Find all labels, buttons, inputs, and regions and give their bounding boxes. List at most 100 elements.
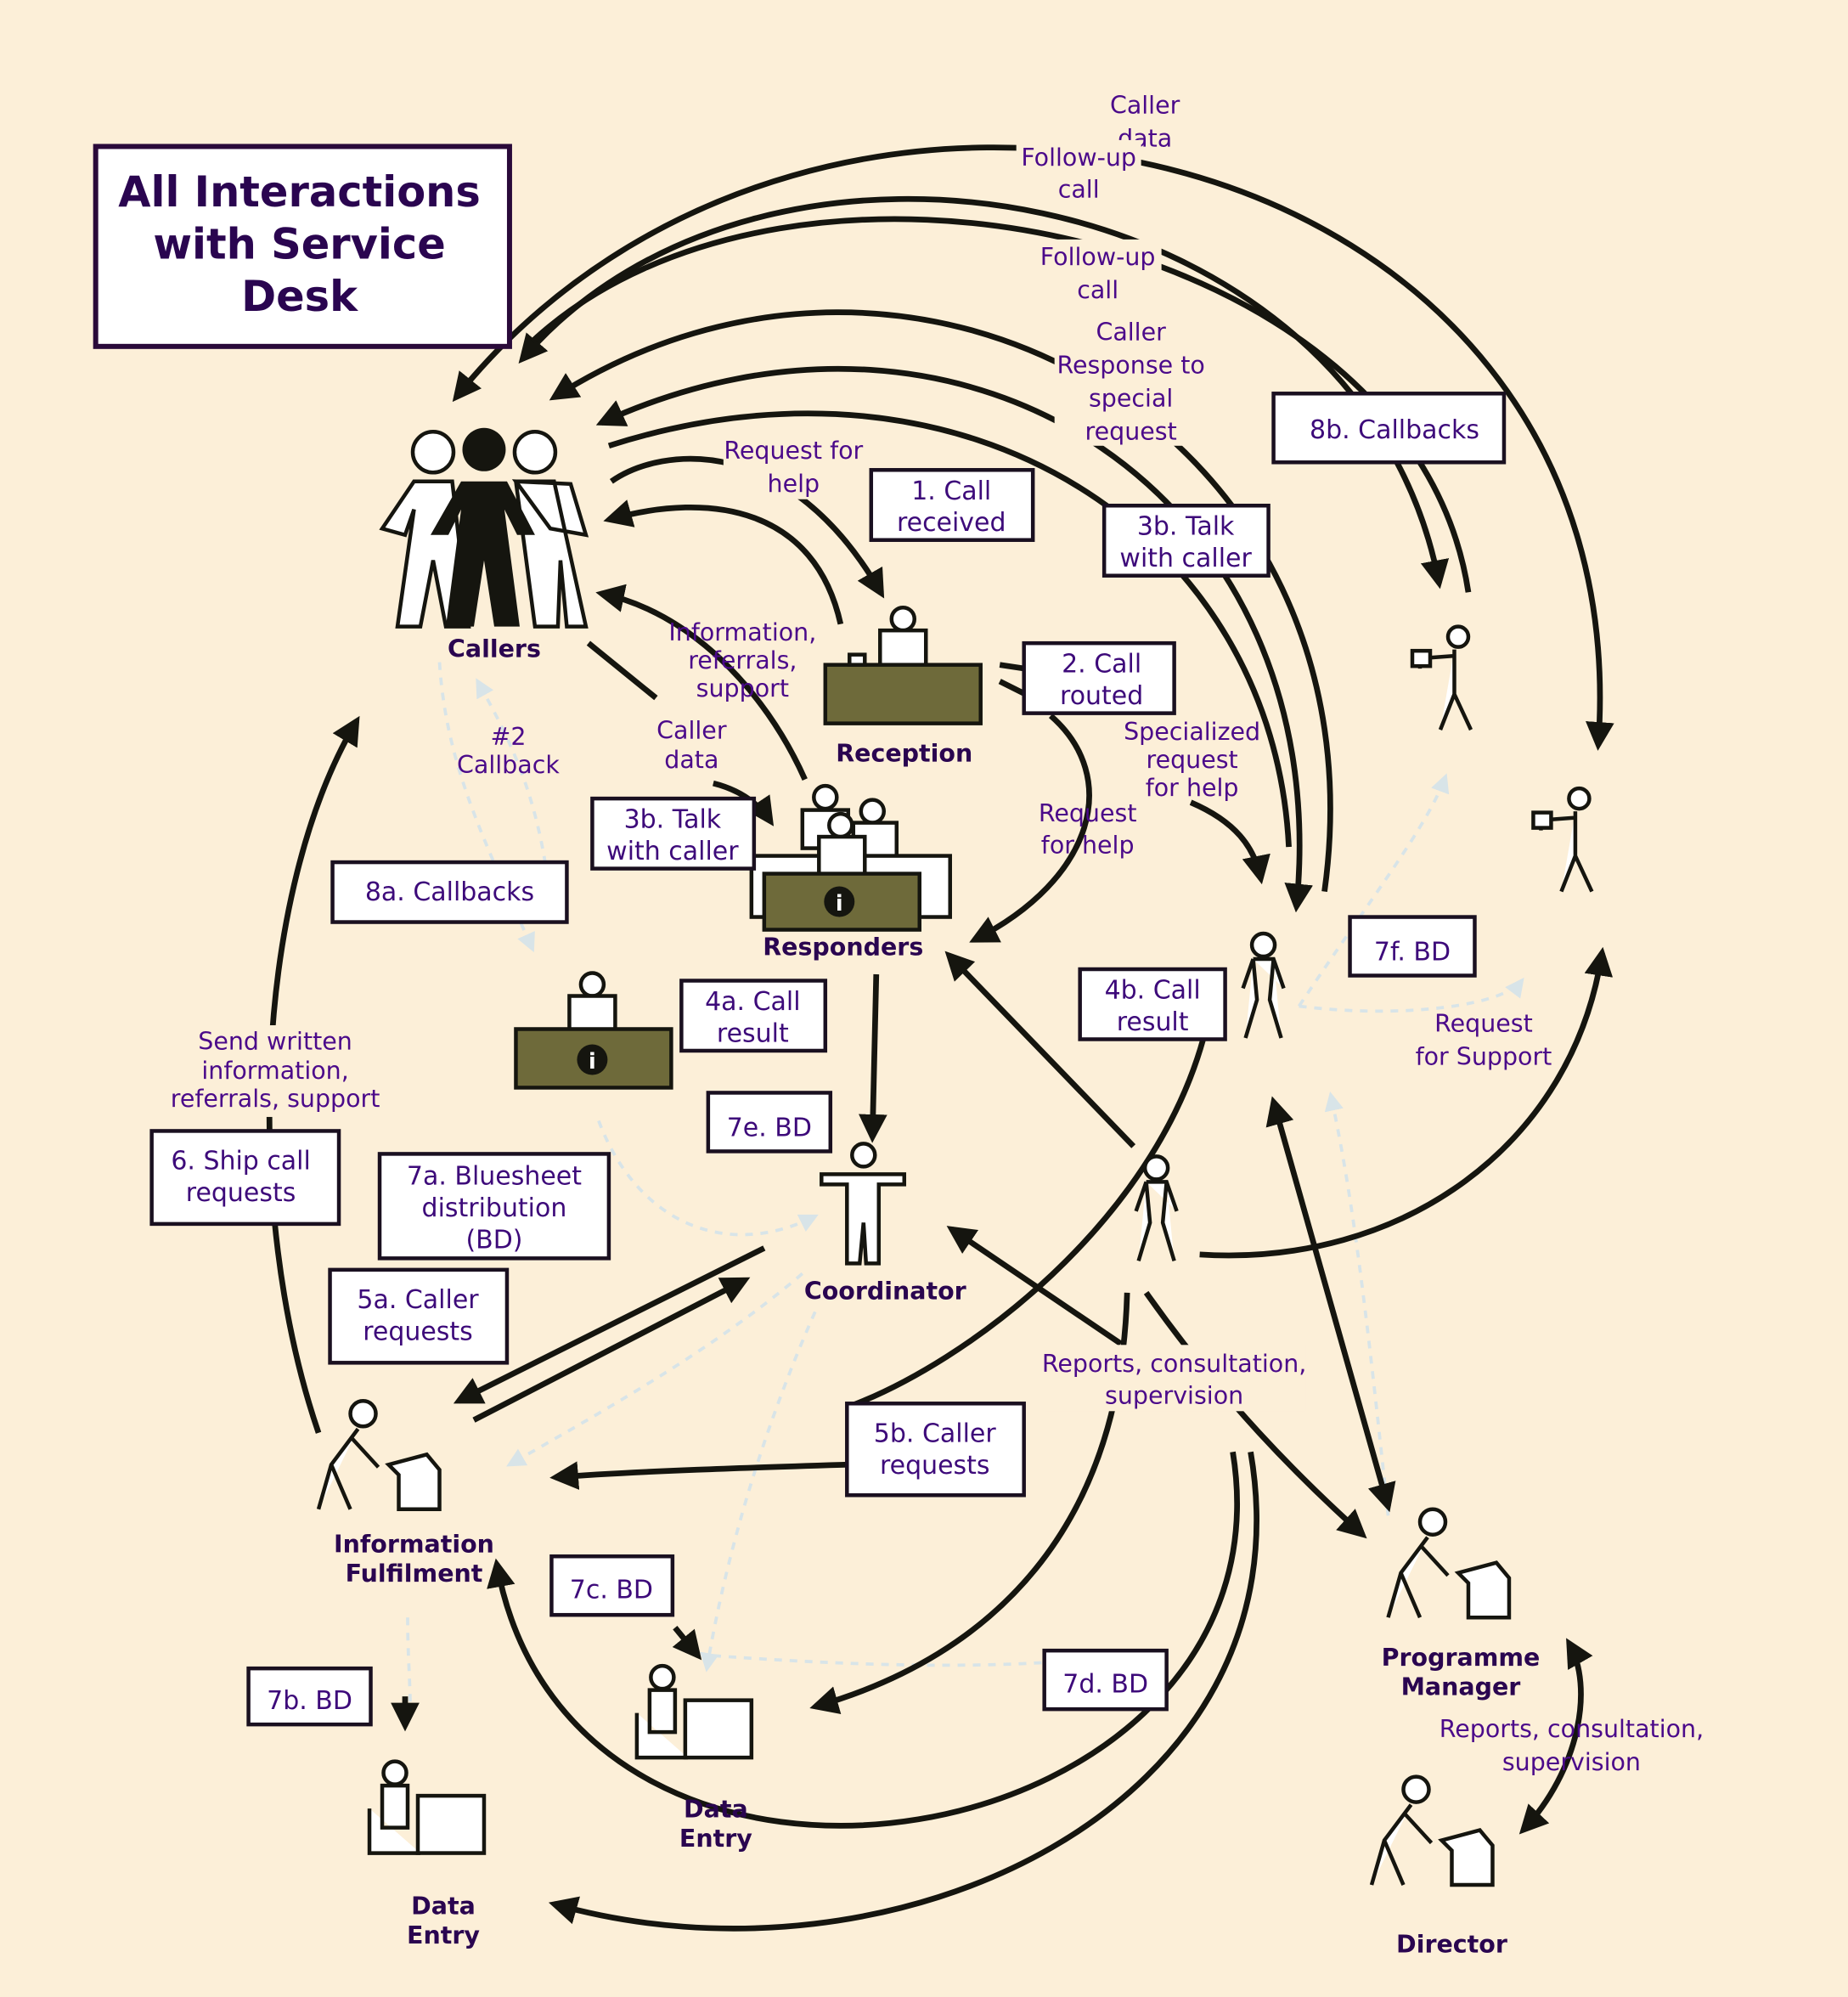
reception-label: Reception [836, 740, 972, 768]
box-text: 8a. Callbacks [365, 877, 534, 907]
director-label: Director [1396, 1931, 1507, 1959]
responders-desk: i [749, 783, 952, 932]
label-follow-up-2: call [1077, 276, 1118, 304]
box-bd-7d: 7d. BD [1042, 1648, 1169, 1712]
box-text: 6. Ship call [171, 1146, 311, 1176]
label-reports-2: Reports, consultation, [1440, 1715, 1704, 1743]
box-text: 7a. Bluesheet [407, 1161, 582, 1191]
box-bd-7b: 7b. BD [246, 1666, 373, 1727]
label-reports-1: supervision [1105, 1381, 1243, 1409]
arrow-caller-data-line [586, 640, 658, 701]
info-icon [577, 1044, 608, 1075]
label-caller-response: request [1085, 417, 1177, 445]
box-ship-call-requests: 6. Ship call requests [149, 1129, 341, 1227]
info-desk: i [514, 971, 673, 1090]
box-text: 5b. Caller [874, 1419, 997, 1448]
arrow-7c [672, 1626, 702, 1661]
info-icon-glyph: i [836, 891, 843, 917]
caller-pointing-figure [1533, 788, 1592, 891]
box-call-result-4b: 4b. Call result [1078, 967, 1227, 1041]
box-text: 7e. BD [727, 1113, 812, 1142]
arrow-specialized [1189, 799, 1270, 885]
label-send-written: Send written [198, 1027, 352, 1055]
arrow-caller-response [595, 366, 1313, 913]
arrow-caller-requests-5b [549, 1461, 848, 1490]
box-text: 3b. Talk [1137, 512, 1235, 542]
box-text: with caller [1119, 544, 1252, 573]
box-text: requests [186, 1178, 296, 1208]
box-talk-caller-left: 3b. Talk with caller [590, 796, 757, 871]
box-text: result [1117, 1007, 1189, 1037]
label-specialized: for help [1146, 774, 1239, 802]
box-text: routed [1060, 681, 1143, 711]
label-request-help-top: help [768, 470, 820, 498]
label-info-referrals: referrals, [688, 646, 797, 674]
service-agent-figure [1243, 934, 1284, 1038]
label-follow-up-2: Follow-up [1040, 243, 1156, 271]
arrow-info-referrals [603, 499, 844, 625]
label-request-help-mid: for help [1041, 832, 1135, 860]
title-line: with Service [153, 219, 445, 268]
label-send-written: information, [201, 1057, 348, 1085]
coordinator-figure [820, 1142, 907, 1266]
arrow-call-routed [998, 662, 1027, 697]
arrow-talk-3b-right [607, 410, 1292, 848]
director-figure [1372, 1777, 1492, 1885]
label-caller-response: Response to [1056, 351, 1204, 379]
label-request-help-top: Request for [724, 437, 863, 465]
box-talk-caller-right: 3b. Talk with caller [1101, 503, 1270, 578]
arrow-call-result-4b [846, 1037, 1207, 1410]
arrow-caller-data-top [452, 144, 1614, 751]
caller-pointing-figure [1412, 627, 1471, 730]
label-reports-1: Reports, consultation, [1042, 1350, 1306, 1378]
info-icon-glyph: i [589, 1049, 596, 1075]
data-entry-figure [369, 1762, 484, 1853]
box-caller-requests-5a: 5a. Caller requests [328, 1267, 510, 1365]
label-info-referrals: support [696, 674, 789, 702]
label-follow-up-1: call [1058, 175, 1100, 203]
label-specialized: Specialized [1124, 718, 1260, 746]
label-request-support: Request [1434, 1009, 1533, 1037]
box-text: 2. Call [1062, 650, 1141, 680]
box-text: 1. Call [911, 477, 991, 506]
arrow-pm-director [1518, 1638, 1593, 1835]
arrow-request-help-mid [969, 714, 1092, 943]
label-caller-data-mid: data [664, 746, 718, 774]
label-send-written: referrals, support [171, 1085, 380, 1113]
coordinator-label: Coordinator [804, 1277, 966, 1305]
label-caller-response: Caller [1096, 318, 1166, 346]
box-bd-7e: 7e. BD [706, 1091, 833, 1154]
arrow-coord-to-fulfil [453, 1245, 766, 1404]
box-text: requests [880, 1451, 990, 1481]
box-callbacks-8a: 8a. Callbacks [330, 860, 569, 924]
box-call-routed: 2. Call routed [1022, 640, 1176, 715]
box-text: 5a. Caller [357, 1285, 479, 1315]
box-text: distribution [422, 1193, 567, 1223]
data-entry-figure [637, 1666, 752, 1757]
arrow-reports-coord [946, 1226, 1123, 1346]
data-entry-label: Entry [679, 1825, 752, 1853]
box-text: 7d. BD [1062, 1670, 1148, 1700]
box-call-result-4a: 4a. Call result [679, 979, 828, 1053]
box-text: 7c. BD [570, 1576, 653, 1605]
label-request-support: for Support [1416, 1042, 1552, 1070]
box-bd-7c: 7c. BD [549, 1554, 675, 1617]
arrow-fulfil-to-coord [472, 1277, 751, 1423]
arrow-supervisor-responders [944, 951, 1136, 1148]
label-caller-data-top: Caller [1110, 91, 1180, 119]
callers-label: Callers [448, 635, 541, 663]
arrow-loop-data-entry [548, 1451, 1259, 1932]
data-entry-label: Entry [407, 1921, 480, 1949]
programme-manager-label: Programme [1382, 1644, 1541, 1672]
data-entry-label: Data [684, 1796, 748, 1824]
label-caller-data-mid: Caller [656, 717, 727, 745]
box-text: 7f. BD [1374, 938, 1451, 967]
callers-figure [379, 427, 589, 629]
box-text: result [717, 1018, 789, 1048]
programme-manager-label: Manager [1401, 1673, 1521, 1701]
box-text: received [897, 508, 1006, 538]
flow-labels: Caller data Follow-up call Follow-up cal… [171, 86, 1704, 1776]
label-reports-2: supervision [1502, 1748, 1641, 1776]
programme-manager-figure [1389, 1509, 1509, 1617]
label-info-referrals: Information, [668, 618, 816, 646]
